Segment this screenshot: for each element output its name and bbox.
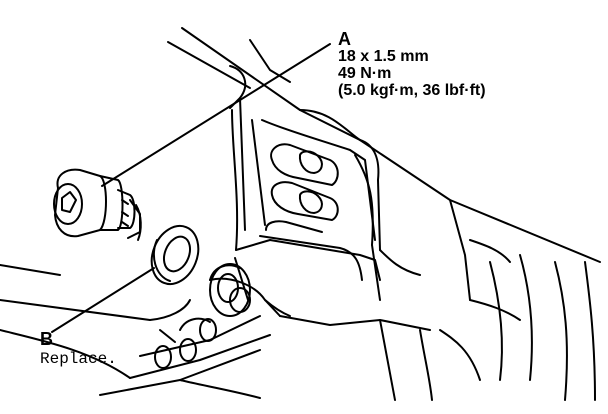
sealing-washer-icon	[150, 224, 200, 286]
callout-a-size: 18 x 1.5 mm	[338, 48, 429, 65]
leader-line-b	[51, 267, 155, 333]
callout-a-torque-alt: (5.0 kgf·m, 36 lbf·ft)	[338, 82, 486, 99]
drain-bolt-icon	[53, 168, 142, 241]
callout-a-letter: A	[338, 29, 351, 49]
callout-a-torque: 49 N·m	[338, 65, 392, 82]
callout-b-letter: B	[40, 329, 53, 349]
leader-line-a	[101, 43, 331, 187]
transmission-case	[0, 27, 601, 401]
drain-hole-boss	[209, 263, 251, 317]
callout-b-note: Replace.	[40, 350, 117, 368]
